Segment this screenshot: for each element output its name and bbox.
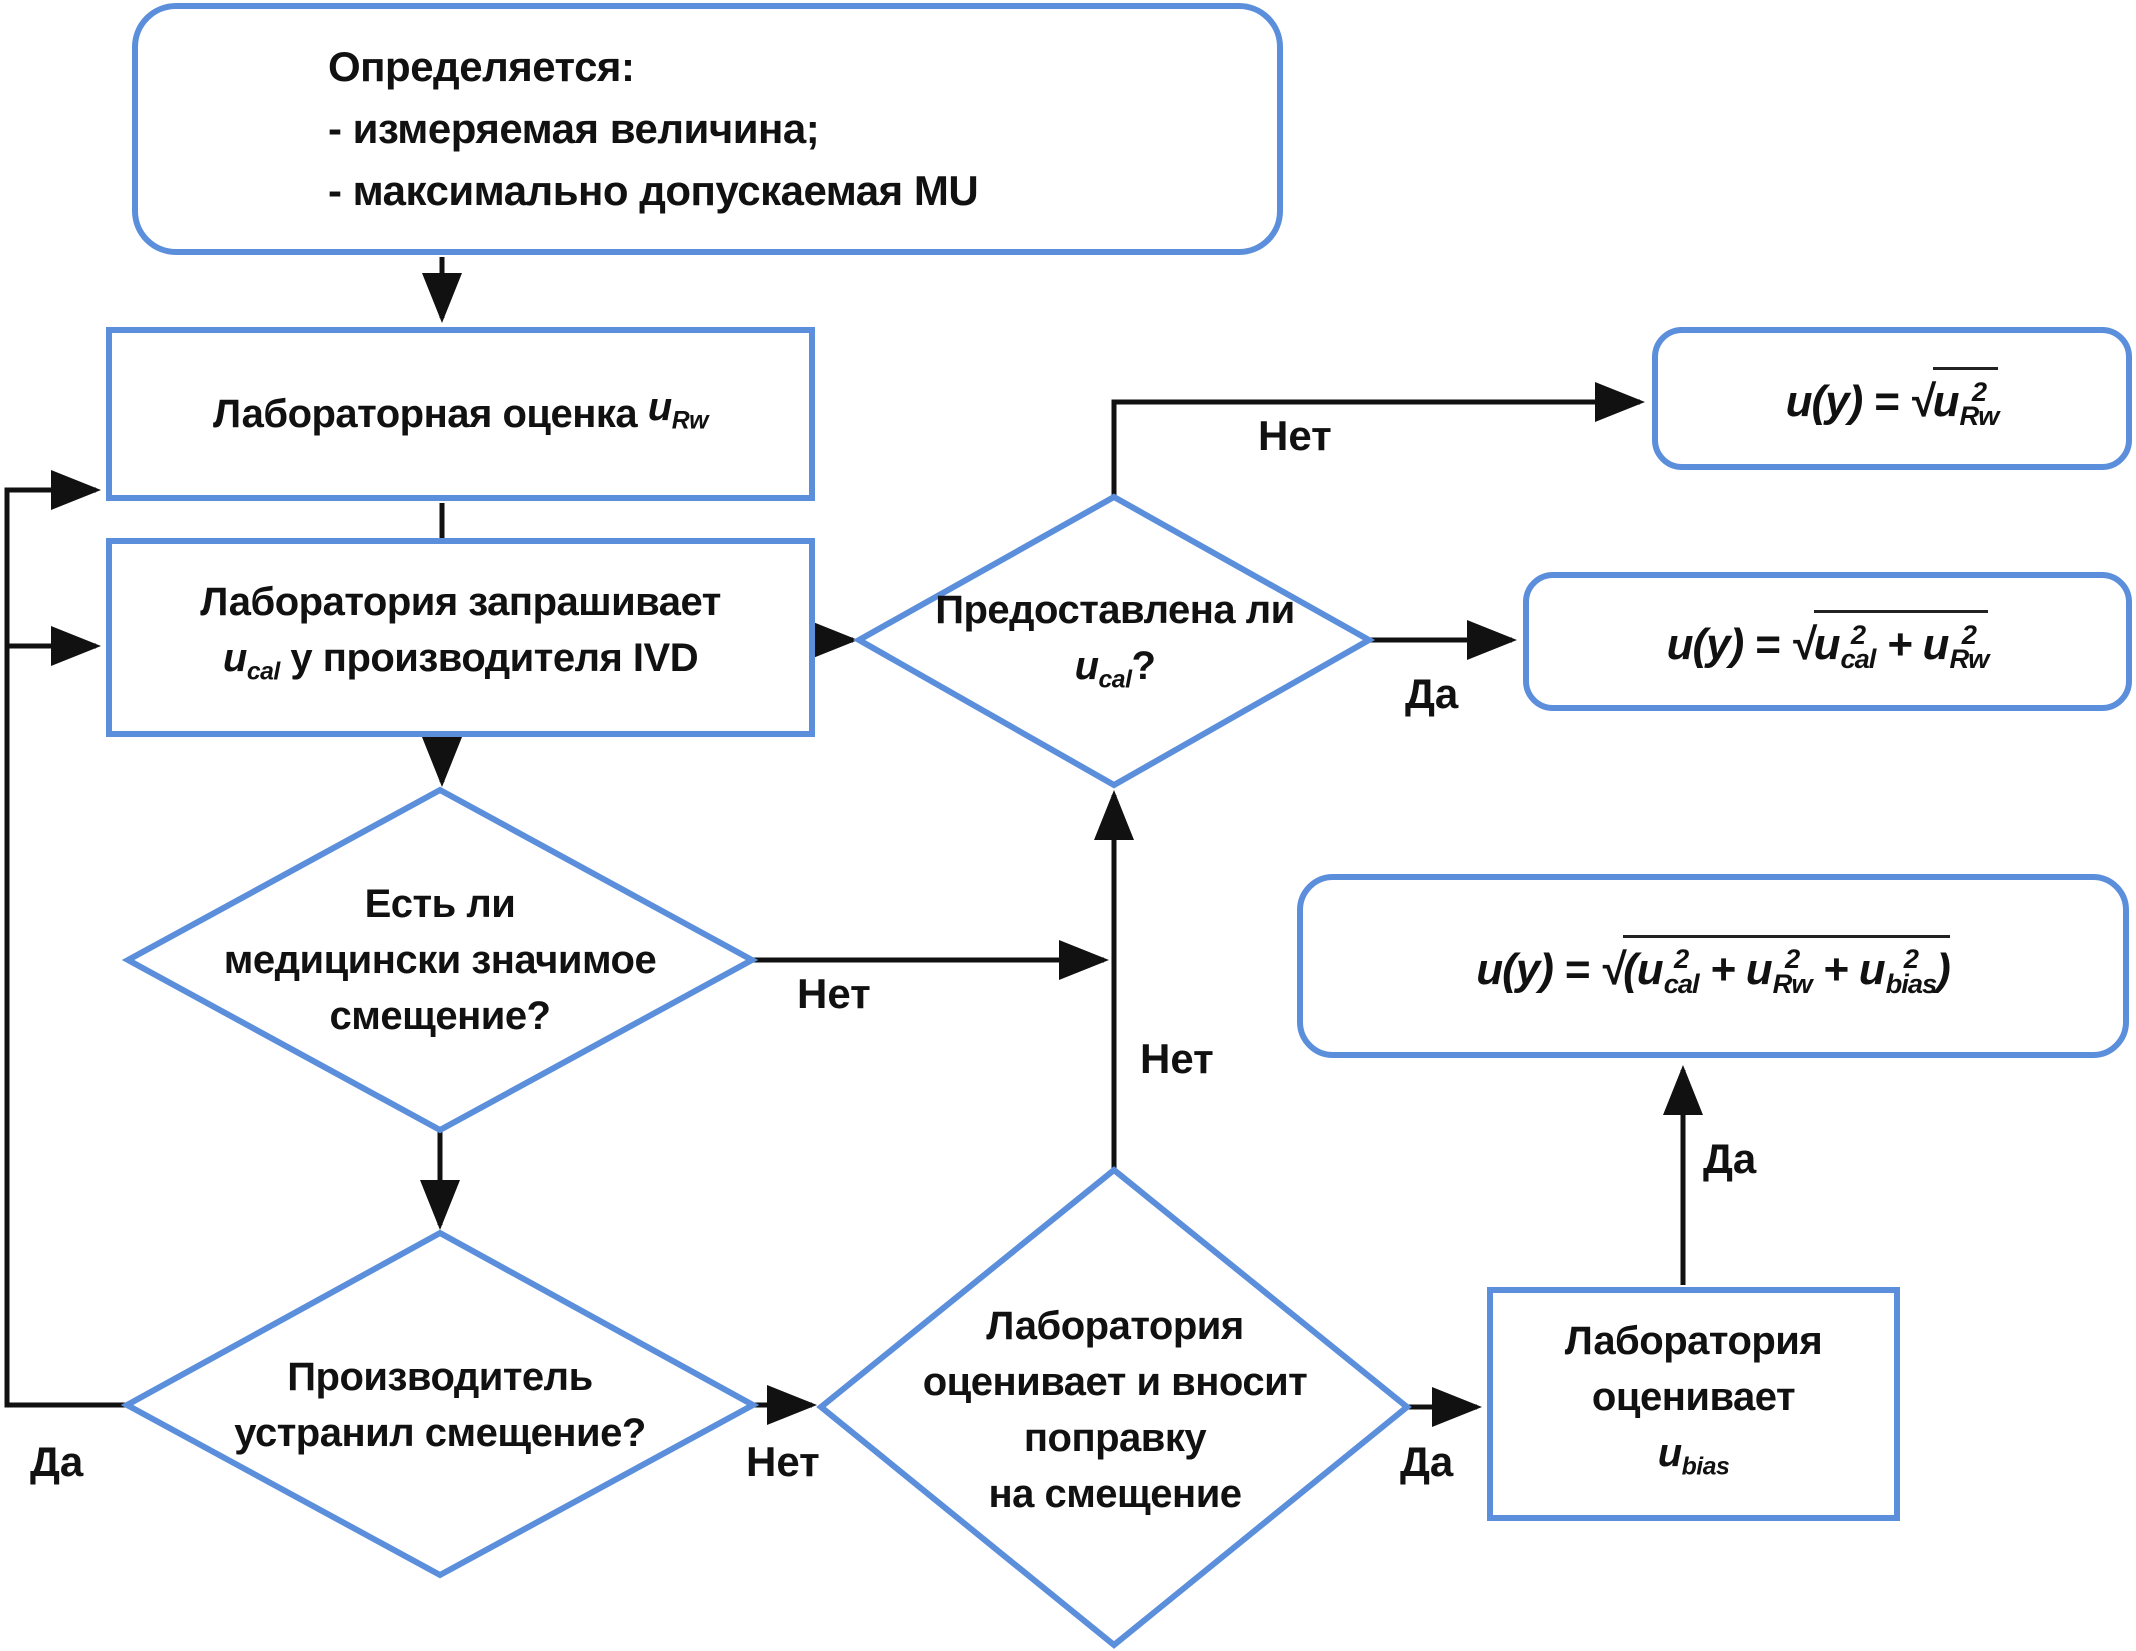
decision-bias-line: медицински значимое [223,938,657,982]
lab-estimate-box: Лабораторная оценка uRw [106,327,815,501]
lab-bias-line2: оценивает [1591,1374,1796,1419]
decision-bias-shape [121,786,759,1134]
label-correction-no: Нет [1140,1035,1214,1082]
lab-request-line2: у производителя IVD [290,636,699,681]
start-item-2: - максимально допускаемая MU [328,167,979,214]
decision-correction-line: оценивает и вносит [922,1360,1308,1404]
decision-manufacturer-shape [120,1229,760,1579]
start-box: Определяется: - измеряемая величина; - м… [132,3,1283,255]
decision-bias: Есть ли медицински значимое смещение? [150,860,730,1060]
label-manufacturer-yes: Да [30,1438,84,1485]
question-mark: ? [1131,643,1156,688]
u-cal-symbol: ucal [1074,643,1132,694]
lab-bias-box: Лаборатория оценивает ubias [1487,1287,1900,1521]
label-bias-no: Нет [797,970,871,1017]
connector-provided-no [1111,382,1645,497]
decision-provided-shape [852,493,1376,789]
start-heading: Определяется: [328,43,635,90]
label-manufacturer-no: Нет [746,1438,820,1485]
decision-provided: Предоставлена ли ucal? [880,575,1350,715]
label-correction-yes: Да [1400,1438,1454,1485]
decision-correction-shape [816,1166,1412,1649]
decision-correction: Лаборатория оценивает и вносит поправку … [860,1290,1370,1530]
u-bias-symbol: ubias [1657,1430,1730,1481]
lab-bias-line1: Лаборатория [1564,1318,1823,1363]
decision-manufacturer-line: Производитель [287,1355,593,1399]
lab-request-line1: Лаборатория запрашивает [200,580,721,625]
u-rw-symbol: uRw [647,384,709,435]
label-provided-no: Нет [1258,412,1332,459]
lab-request-box: Лаборатория запрашивает ucal у производи… [106,538,815,737]
decision-bias-line: Есть ли [364,882,516,926]
start-item-1: - измеряемая величина; [328,105,820,152]
decision-manufacturer-line: устранил смещение? [234,1411,646,1455]
connector-manufacturer-yes [4,470,127,1408]
label-bias-formula-yes: Да [1703,1135,1757,1182]
u-cal-symbol: ucal [222,636,280,686]
label-provided-yes: Да [1405,670,1459,717]
decision-bias-line: смещение? [329,994,551,1038]
decision-correction-line: Лаборатория [986,1304,1244,1348]
lab-estimate-text: Лабораторная оценка [213,392,638,436]
decision-correction-line: на смещение [988,1472,1242,1516]
decision-provided-line1: Предоставлена ли [935,587,1295,632]
decision-manufacturer: Производитель устранил смещение? [150,1335,730,1475]
decision-correction-line: поправку [1023,1416,1207,1460]
